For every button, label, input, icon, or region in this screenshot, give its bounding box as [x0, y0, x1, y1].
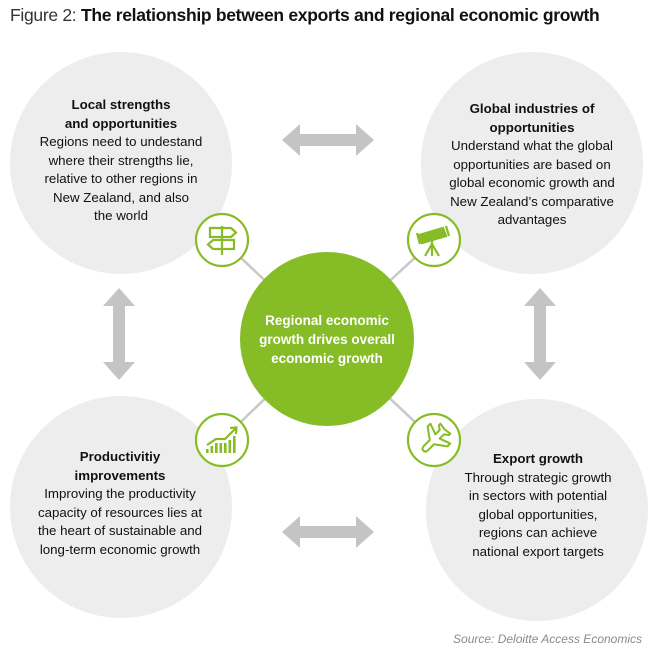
node-heading: opportunities — [489, 119, 575, 135]
node-heading: improvements — [74, 467, 166, 483]
node-circle-global-industries — [421, 52, 643, 274]
node-body-line: in sectors with potential — [468, 488, 608, 503]
node-body-line: New Zealand’s comparative — [450, 193, 614, 209]
node-local-strengths: Local strengths and opportunities Region… — [16, 96, 226, 226]
node-heading: Local strengths — [71, 97, 171, 112]
node-productivity: Productivitiy improvements Improving the… — [14, 448, 226, 559]
center-circle — [240, 252, 414, 426]
node-heading: Global industries of — [469, 101, 595, 116]
node-circle-export-growth — [426, 399, 648, 621]
node-body-line: the heart of sustainable and — [37, 523, 203, 538]
node-body-line: Improving the productivity — [44, 486, 196, 501]
node-body-line: the world — [94, 208, 148, 223]
node-body-line: global opportunities, — [478, 506, 598, 522]
node-body-line: Regions need to undestand — [39, 134, 203, 149]
node-heading: and opportunities — [64, 115, 178, 131]
node-circle-local-strengths — [10, 52, 232, 274]
signpost-icon — [194, 212, 250, 268]
figure-heading: The relationship between exports and reg… — [80, 5, 600, 25]
node-heading: Export growth — [492, 451, 584, 466]
growth-chart-icon — [194, 412, 250, 468]
node-heading: Productivitiy — [79, 449, 161, 464]
telescope-icon — [406, 212, 462, 268]
node-body-line: capacity of resources lies at — [37, 504, 203, 520]
node-body-line: Through strategic growth — [464, 469, 612, 485]
node-body-line: opportunities are based on — [453, 156, 611, 172]
arrow-left — [103, 288, 135, 380]
node-body-line: advantages — [497, 212, 567, 227]
node-body-line: regions can achieve — [478, 525, 598, 540]
source-note: Source: Deloitte Access Economics — [453, 632, 642, 646]
node-body-line: Understand what the global — [451, 138, 613, 153]
figure-label: Figure 2: — [10, 5, 77, 25]
center-line: Regional economic — [265, 313, 389, 328]
center-label: Regional economic growth drives overall … — [240, 311, 414, 368]
node-global-industries: Global industries of opportunities Under… — [426, 100, 638, 230]
center-line: growth drives overall — [259, 332, 395, 347]
figure-title: Figure 2: The relationship between expor… — [10, 5, 600, 26]
center-line: economic growth — [271, 351, 383, 366]
node-body-line: where their strengths lie, — [48, 152, 194, 168]
node-body-line: long-term economic growth — [39, 541, 201, 557]
node-export-growth: Export growth Through strategic growth i… — [432, 450, 644, 561]
arrow-bottom — [282, 516, 374, 548]
airplane-icon — [406, 412, 462, 468]
node-circle-productivity — [10, 396, 232, 618]
arrow-top — [282, 124, 374, 156]
node-body-line: New Zealand, and also — [52, 189, 189, 205]
node-body-line: global economic growth and — [449, 175, 615, 190]
arrow-right — [524, 288, 556, 380]
node-body-line: national export targets — [472, 543, 604, 559]
node-body-line: relative to other regions in — [44, 171, 198, 186]
